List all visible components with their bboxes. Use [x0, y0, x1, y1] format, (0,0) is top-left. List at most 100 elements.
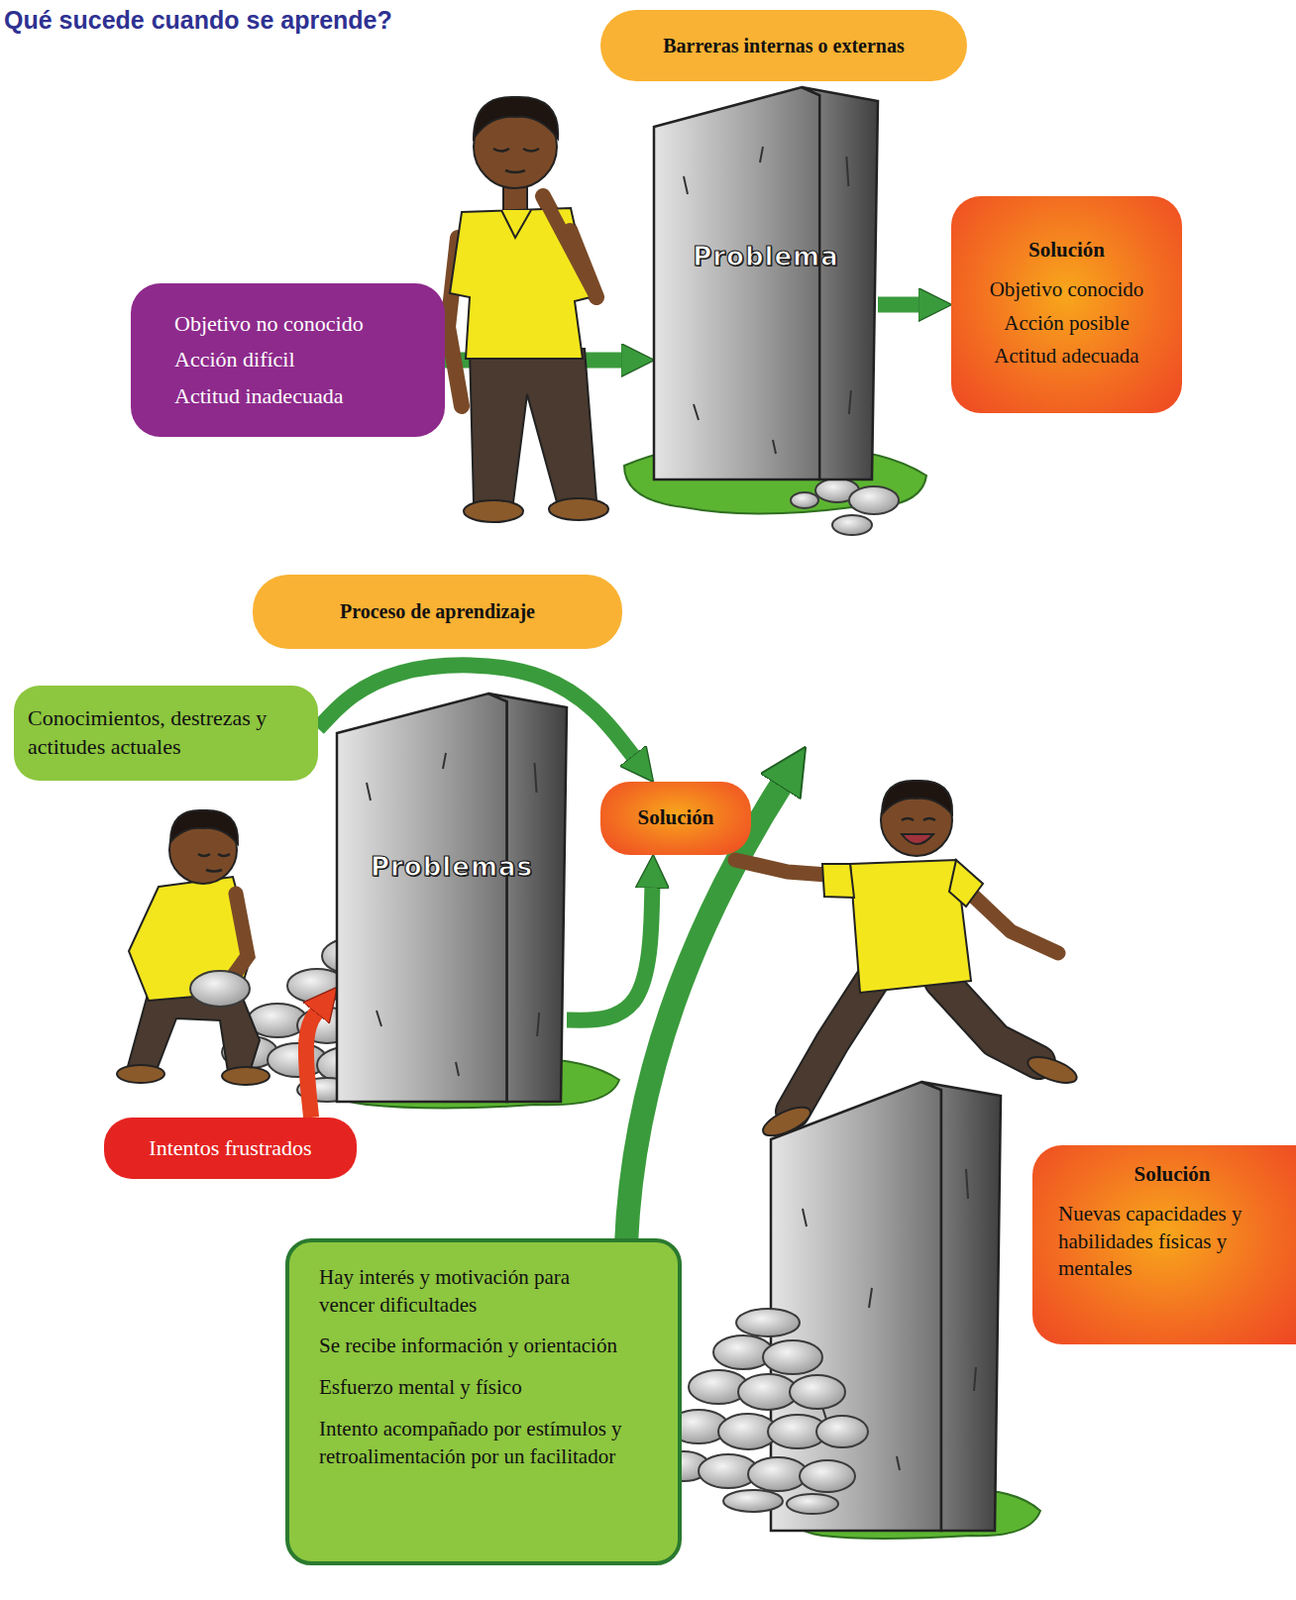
box-text: Actitud inadecuada	[174, 382, 426, 412]
rock-pile	[723, 1490, 783, 1512]
crouching-boy	[198, 854, 230, 872]
problem-stone: Problemas	[336, 693, 567, 1102]
learning-conditions-box: Hay interés y motivación para vencer dif…	[285, 1238, 682, 1566]
thinking-boy	[463, 500, 524, 523]
flow-arrow	[444, 352, 625, 369]
box-text: Objetivo conocido	[965, 276, 1169, 304]
frustration-box: Intentos frustrados	[104, 1117, 357, 1180]
jumping-boy	[735, 780, 1080, 1142]
box-text: Conocimientos, destrezas y actitudes act…	[27, 704, 305, 761]
jumping-boy	[901, 818, 936, 821]
crouching-boy	[116, 810, 270, 1085]
jumping-boy	[792, 980, 872, 1112]
rock-pile	[247, 1003, 308, 1038]
box-text: Acción difícil	[174, 345, 426, 375]
crouching-boy	[169, 816, 237, 884]
thinking-boy	[542, 196, 597, 298]
stone-outline	[653, 87, 878, 480]
rock-pile	[849, 486, 899, 515]
solution-box: SoluciónObjetivo conocidoAcción posibleA…	[951, 196, 1183, 414]
box-heading: Solución	[1058, 1161, 1287, 1188]
thinking-boy	[447, 237, 462, 407]
jumping-boy	[758, 1101, 815, 1142]
stone-crack	[683, 146, 852, 454]
problem-stone: Problema	[653, 87, 878, 480]
box-heading: Solución	[614, 804, 738, 832]
thinking-boy	[449, 208, 591, 359]
crouching-boy	[190, 971, 250, 1007]
rock-pile	[657, 1308, 868, 1514]
knowledge-box: Conocimientos, destrezas y actitudes act…	[13, 685, 319, 781]
rock-pile	[786, 1494, 839, 1514]
box-text: Problema	[692, 241, 840, 272]
thinking-boy	[503, 180, 528, 213]
crouching-boy	[229, 893, 248, 981]
box-heading: Solución	[965, 236, 1169, 264]
box-text: Objetivo no conocido	[174, 310, 426, 339]
thinking-boy	[542, 196, 597, 298]
rock-pile	[267, 1043, 327, 1078]
rock-pile	[816, 1415, 868, 1448]
crouching-boy	[221, 1067, 270, 1085]
thinking-boy	[473, 105, 557, 189]
rock-pile	[790, 492, 819, 509]
jumping-boy	[735, 860, 855, 877]
stone-front	[336, 693, 508, 1102]
thinking-boy	[469, 348, 597, 503]
box-text: Nuevas capacidades y habilidades físicas…	[1058, 1200, 1287, 1283]
jumping-boy	[953, 876, 1059, 954]
rock-pile	[718, 1413, 778, 1450]
solution-box: Solución	[600, 781, 752, 856]
thinking-boy	[501, 210, 532, 238]
thinking-boy	[447, 97, 609, 523]
box-text: Barreras internas o externas	[662, 34, 904, 58]
rock-pile	[799, 1460, 856, 1493]
stone-slab	[770, 1081, 942, 1531]
rock-pile	[832, 515, 872, 536]
jumping-boy	[941, 980, 1039, 1063]
stage-label: Barreras internas o externas	[600, 9, 968, 82]
jumping-boy	[941, 980, 1039, 1063]
crouching-boy	[128, 876, 253, 1001]
flow-arrow	[306, 1010, 319, 1118]
flow-arrow	[566, 884, 652, 1021]
stone-front	[653, 87, 820, 480]
stone-crack	[366, 753, 540, 1077]
jumping-boy	[822, 860, 983, 907]
rock-pile	[789, 1375, 846, 1409]
stage-label: Proceso de aprendizaje	[252, 574, 623, 649]
diagram-title: Qué sucede cuando se aprende?	[3, 5, 393, 35]
jumping-boy	[881, 780, 953, 815]
box-text: Intentos frustrados	[115, 1135, 345, 1162]
rock-pile	[748, 1457, 808, 1492]
crouching-boy	[126, 985, 260, 1073]
crouching-boy	[116, 1065, 165, 1083]
stone-side	[801, 87, 878, 480]
stone-slab	[802, 1169, 976, 1471]
jumping-boy	[792, 980, 872, 1112]
jumping-boy	[850, 860, 972, 993]
box-text: Hay interés y motivación para vencer dif…	[319, 1264, 629, 1319]
jumping-boy	[901, 834, 934, 845]
rock-pile	[736, 1308, 800, 1337]
solution-box: SoluciónNuevas capacidades y habilidades…	[1032, 1145, 1296, 1345]
rock-pile	[688, 1370, 749, 1404]
stone-outline	[336, 693, 567, 1102]
jumping-boy	[880, 784, 953, 857]
rock-pile	[762, 1340, 823, 1375]
rock-pile	[221, 478, 899, 1102]
crouching-boy	[170, 810, 238, 845]
rock-pile	[221, 1036, 278, 1069]
stone-slab	[770, 1081, 1001, 1531]
jumping-boy	[1024, 1052, 1080, 1089]
box-text: Esfuerzo mental y físico	[319, 1374, 629, 1403]
rock-pile	[767, 1414, 828, 1449]
stone-side	[488, 693, 567, 1102]
thinking-boy	[473, 97, 558, 139]
rock-pile	[738, 1374, 798, 1410]
box-text: Actitud adecuada	[965, 342, 1169, 370]
stone-slab	[921, 1081, 1001, 1531]
rock-pile	[815, 478, 860, 503]
